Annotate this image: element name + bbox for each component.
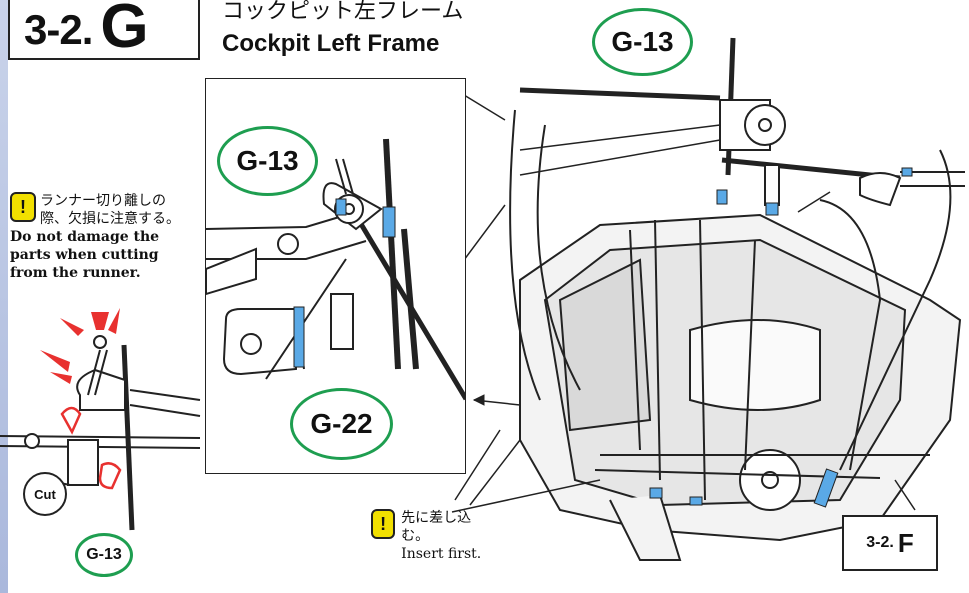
title-japanese: コックピット左フレーム	[222, 0, 464, 24]
callout-g13-top: G-13	[592, 8, 693, 76]
step-number: 3-2.	[24, 6, 93, 53]
callout-g13-inset: G-13	[217, 126, 318, 196]
runner-warning-note: ! ランナー切り離しの 際、欠損に注意する。 Do not damage the…	[10, 192, 210, 282]
runner-note-jp-line2: 際、欠損に注意する。	[40, 211, 180, 227]
step-letter: G	[100, 0, 149, 61]
warning-icon: !	[10, 192, 36, 222]
callout-g22-inset: G-22	[290, 388, 393, 460]
page-edge-strip	[0, 0, 8, 593]
insert-note-jp: 先に差し込む。	[401, 510, 472, 544]
step-label-box: 3-2. G	[8, 0, 200, 60]
title-english: Cockpit Left Frame	[222, 30, 440, 57]
inset-illustration	[205, 138, 469, 401]
runner-note-jp-line1: ランナー切り離しの	[40, 193, 166, 209]
callout-g13-small: G-13	[75, 533, 133, 577]
runner-note-en-line2: parts when cutting	[10, 247, 159, 263]
callout-g13-small-label: G-13	[86, 546, 122, 563]
cut-badge: Cut	[23, 472, 67, 516]
reference-step-box: 3-2. F	[842, 515, 938, 571]
runner-note-en-line1: Do not damage the	[10, 229, 160, 245]
reference-step-number: 3-2.	[866, 534, 894, 551]
runner-note-en-line3: from the runner.	[10, 265, 141, 281]
insert-first-note: ! 先に差し込む。 Insert first.	[371, 509, 491, 563]
callout-g13-top-label: G-13	[611, 26, 674, 57]
cut-label: Cut	[34, 486, 56, 502]
warning-icon: !	[371, 509, 396, 539]
reference-step-letter: F	[897, 527, 914, 558]
callout-g22-inset-label: G-22	[310, 408, 373, 439]
insert-note-en: Insert first.	[401, 546, 482, 562]
callout-g13-inset-label: G-13	[236, 145, 299, 176]
